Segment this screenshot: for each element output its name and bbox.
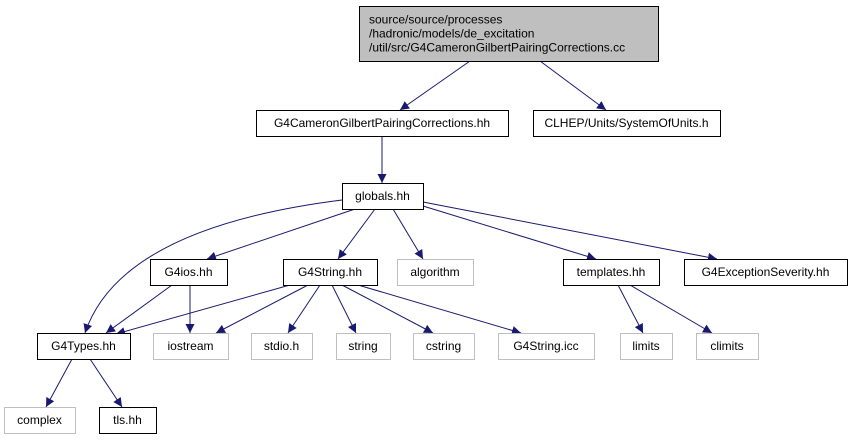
node-box	[684, 259, 848, 286]
node-label: tls.hh	[113, 413, 142, 427]
node-box	[342, 183, 424, 210]
node-label: G4ios.hh	[164, 265, 212, 279]
node-box	[336, 333, 391, 360]
node-cstring[interactable]: cstring	[413, 333, 475, 360]
node-label: algorithm	[410, 265, 459, 279]
node-box	[563, 259, 660, 286]
node-label: iostream	[167, 339, 213, 353]
node-box	[150, 259, 228, 286]
node-label: G4ExceptionSeverity.hh	[702, 265, 830, 279]
node-climits[interactable]: climits	[696, 333, 759, 360]
node-g4types_hh[interactable]: G4Types.hh	[37, 333, 131, 360]
edge-globals_hh-to-g4string_hh	[337, 208, 376, 260]
node-g4exceptionseverity_hh[interactable]: G4ExceptionSeverity.hh	[684, 259, 848, 286]
node-label: templates.hh	[577, 265, 646, 279]
node-box	[498, 333, 595, 360]
edge-g4types_hh-to-tls_hh	[89, 358, 123, 408]
node-label: climits	[710, 339, 743, 353]
node-label: /util/src/G4CameronGilbertPairingCorrect…	[369, 41, 625, 55]
edge-g4types_hh-to-complex	[45, 358, 73, 408]
node-iostream[interactable]: iostream	[153, 333, 229, 360]
node-label: /hadronic/models/de_excitation	[369, 27, 534, 41]
node-box	[4, 407, 76, 434]
node-g4string_icc[interactable]: G4String.icc	[498, 333, 595, 360]
node-tls_hh[interactable]: tls.hh	[99, 407, 157, 434]
node-label: limits	[632, 339, 659, 353]
node-box	[620, 333, 673, 360]
node-box	[251, 333, 313, 360]
node-globals_hh[interactable]: globals.hh	[342, 183, 424, 210]
node-box	[153, 333, 229, 360]
node-label: globals.hh	[355, 189, 410, 203]
edge-g4string_hh-to-iostream	[215, 284, 309, 334]
edge-globals_hh-to-algorithm	[392, 208, 424, 260]
node-algorithm[interactable]: algorithm	[397, 259, 474, 286]
edge-globals_hh-to-g4exceptionseverity_hh	[422, 201, 718, 262]
edge-templates_hh-to-limits	[617, 284, 644, 334]
node-templates_hh[interactable]: templates.hh	[563, 259, 660, 286]
edge-g4string_hh-to-stdio_h	[287, 284, 321, 334]
node-box	[533, 110, 721, 137]
node-label: complex	[17, 413, 62, 427]
edge-templates_hh-to-climits	[629, 284, 713, 334]
node-label: stdio.h	[264, 339, 299, 353]
node-string[interactable]: string	[336, 333, 391, 360]
node-stdio_h[interactable]: stdio.h	[251, 333, 313, 360]
node-box	[359, 6, 659, 62]
node-box	[256, 110, 509, 137]
node-box	[397, 259, 474, 286]
node-label: cstring	[426, 339, 461, 353]
node-box	[696, 333, 759, 360]
edge-root-to-clhep_units	[539, 60, 607, 111]
node-label: G4CameronGilbertPairingCorrections.hh	[274, 116, 490, 130]
node-label: G4String.icc	[513, 339, 578, 353]
edge-g4string_hh-to-g4string_icc	[357, 284, 522, 335]
edge-globals_hh-to-g4types_hh	[83, 199, 343, 334]
edge-globals_hh-to-g4ios_hh	[206, 208, 356, 261]
node-label: source/source/processes	[369, 13, 502, 27]
edge-g4string_hh-to-cstring	[341, 284, 434, 334]
node-box	[413, 333, 475, 360]
node-g4string_hh[interactable]: G4String.hh	[283, 259, 378, 286]
node-label: string	[348, 339, 377, 353]
edges-layer	[45, 60, 718, 408]
node-box	[37, 333, 131, 360]
node-label: CLHEP/Units/SystemOfUnits.h	[544, 116, 708, 130]
node-clhep_units[interactable]: CLHEP/Units/SystemOfUnits.h	[533, 110, 721, 137]
node-box	[99, 407, 157, 434]
node-root[interactable]: source/source/processes/hadronic/models/…	[359, 6, 659, 62]
edge-g4ios_hh-to-g4types_hh	[105, 284, 173, 334]
edge-g4string_hh-to-g4types_hh	[115, 284, 291, 336]
edge-root-to-g4cgpc_hh	[399, 60, 471, 111]
node-limits[interactable]: limits	[620, 333, 673, 360]
nodes-layer: source/source/processes/hadronic/models/…	[4, 6, 848, 434]
edge-globals_hh-to-templates_hh	[422, 205, 597, 261]
node-g4cgpc_hh[interactable]: G4CameronGilbertPairingCorrections.hh	[256, 110, 509, 137]
node-g4ios_hh[interactable]: G4ios.hh	[150, 259, 228, 286]
node-label: G4String.hh	[298, 265, 362, 279]
node-box	[283, 259, 378, 286]
edge-g4string_hh-to-string	[331, 284, 357, 334]
node-label: G4Types.hh	[51, 339, 116, 353]
node-complex[interactable]: complex	[4, 407, 76, 434]
